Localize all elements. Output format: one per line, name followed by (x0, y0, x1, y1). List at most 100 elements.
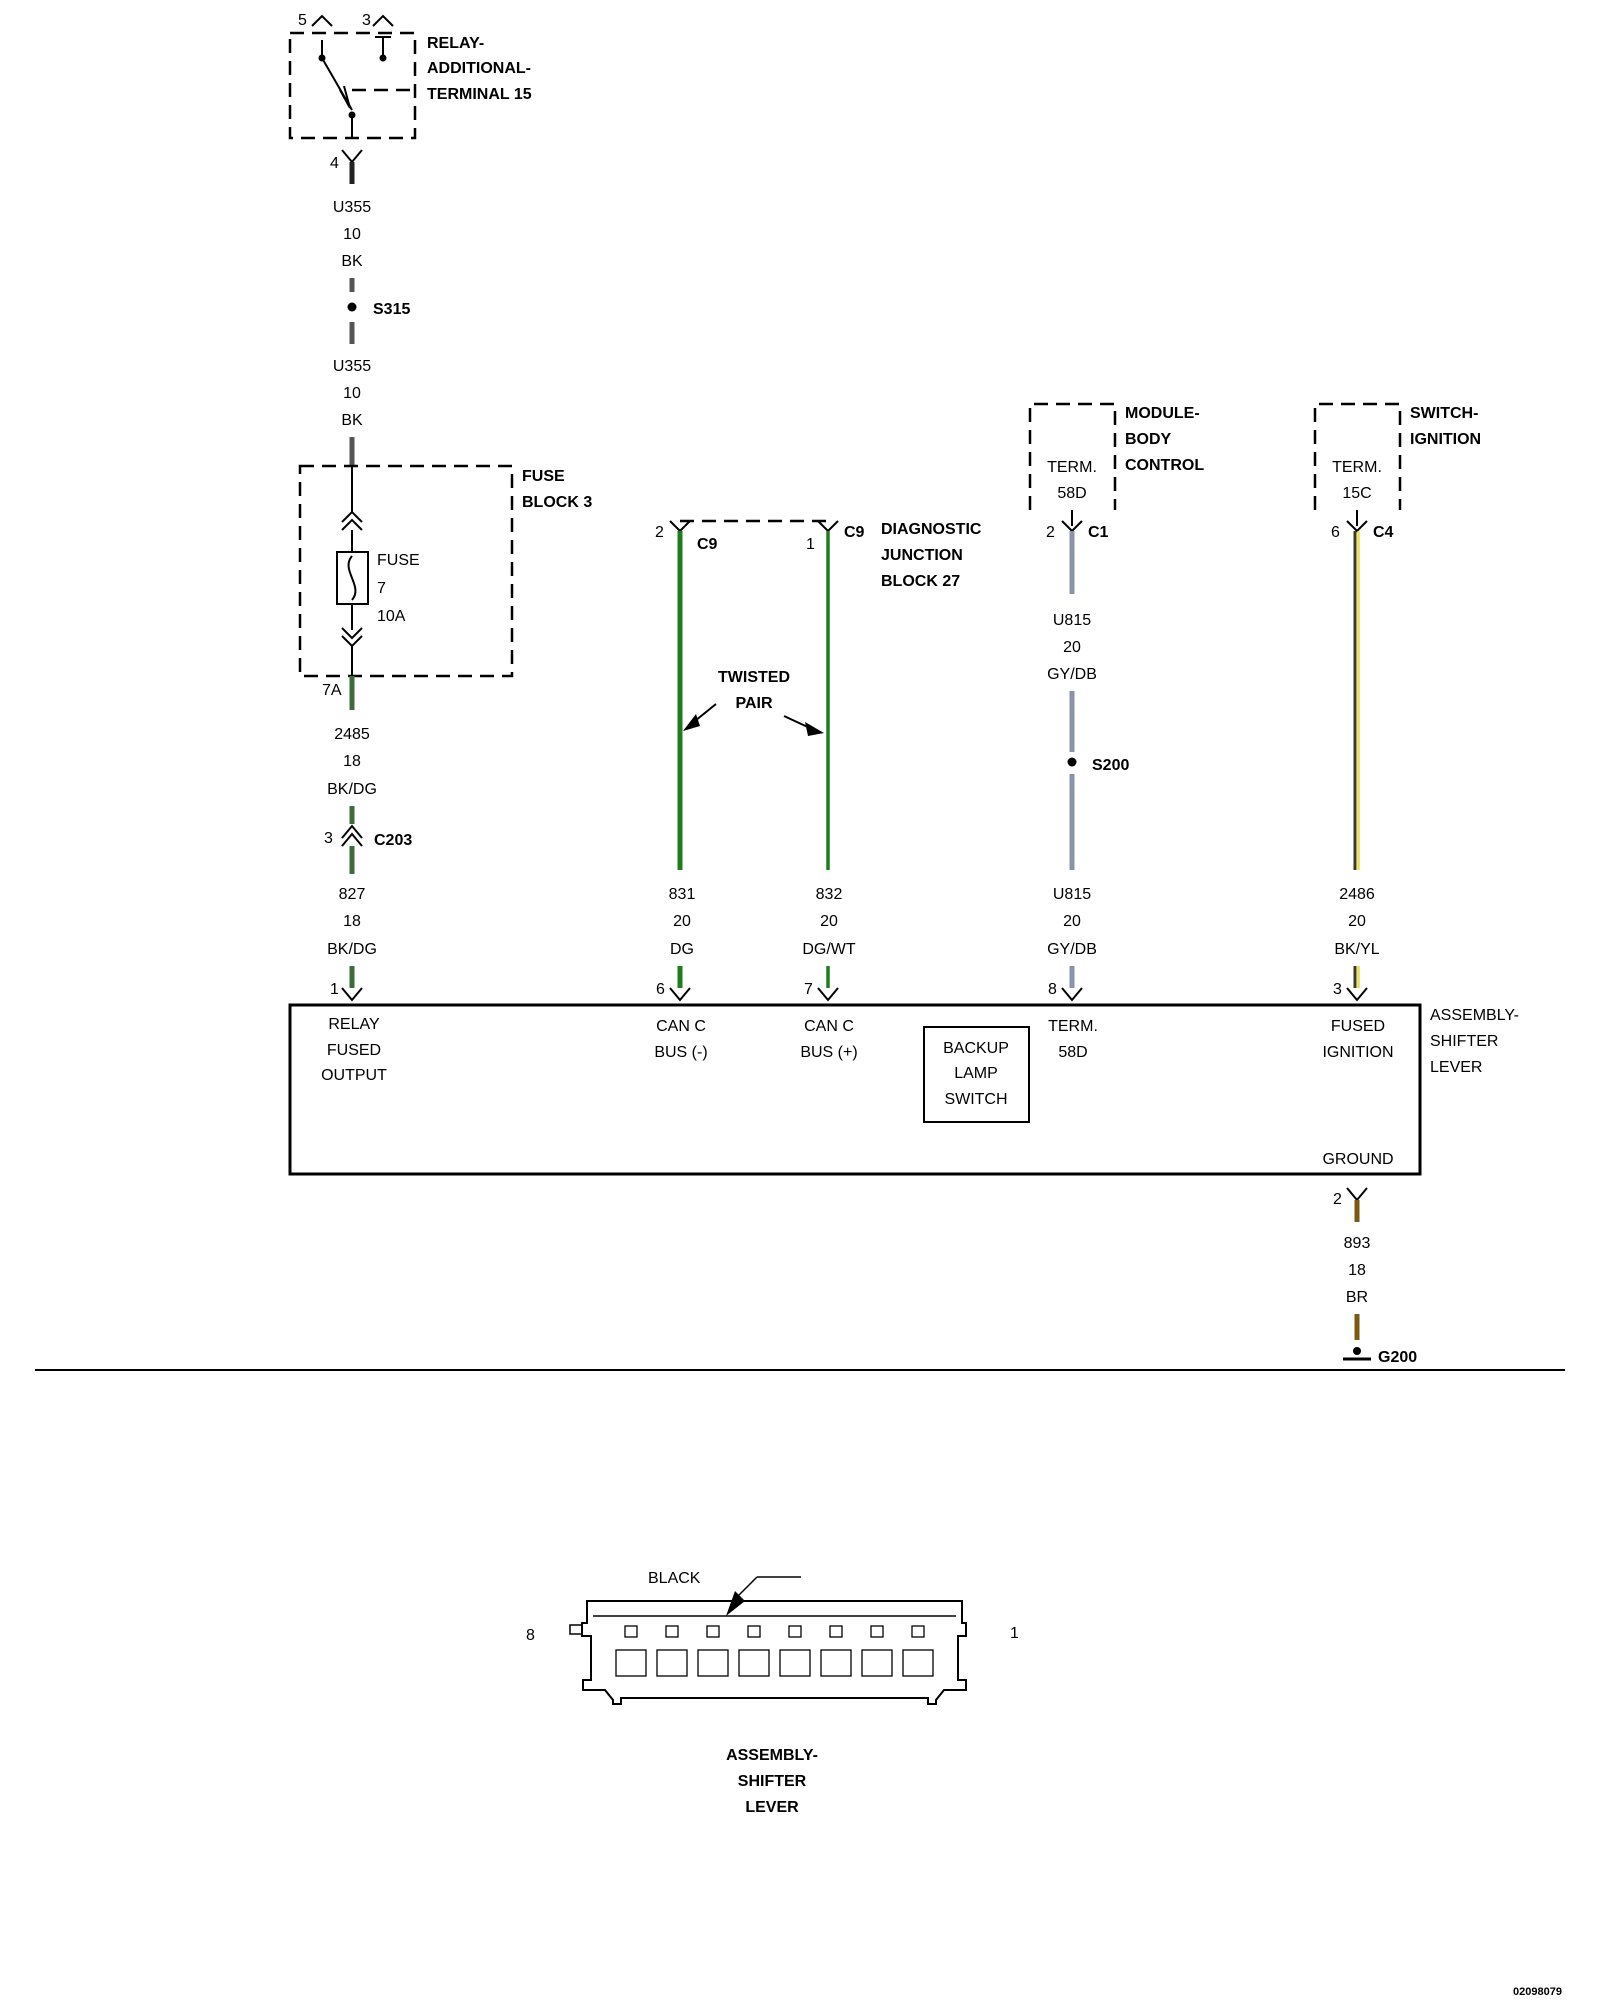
diag-pin-left-label: 2 (655, 524, 664, 541)
shifter-term-line2: 58D (1058, 1044, 1087, 1061)
wire-u815-color: GY/DB (1047, 941, 1097, 958)
wire-831-gauge: 20 (673, 913, 691, 930)
wire-832-color: DG/WT (802, 941, 856, 958)
wire-2486-color: BK/YL (1334, 941, 1379, 958)
shifter-pin1-connector-icon (341, 987, 363, 1002)
diag-title-line2: JUNCTION (881, 547, 963, 564)
module-body-control: TERM. 58D MODULE- BODY CONTROL 2 C1 (1028, 402, 1204, 541)
relay-additional-terminal-15: 5 3 RELAY- ADDITIONAL- TERMINAL 15 4 (288, 12, 532, 172)
relay-fused-output-line3: OUTPUT (321, 1067, 387, 1084)
relay-title-line1: RELAY- (427, 35, 484, 52)
shifter-title-line1: ASSEMBLY- (1430, 1007, 1519, 1024)
diag-pin-right-label: 1 (806, 536, 815, 553)
bcm-dashed-box (1028, 402, 1117, 510)
relay-pin5-label: 5 (298, 12, 307, 29)
backup-switch-line3: SWITCH (944, 1091, 1007, 1108)
shifter-pin2-label: 2 (1333, 1191, 1342, 1208)
diagnostic-junction-block-27: 2 C9 1 C9 DIAGNOSTIC JUNCTION BLOCK 27 (655, 519, 982, 590)
wire-2485-color: BK/DG (327, 781, 377, 798)
wire-893-ground: 2 893 18 BR G200 (1333, 1187, 1417, 1366)
wire-2485-gauge: 18 (343, 753, 361, 770)
fuse-pin-7a-label: 7A (322, 682, 342, 699)
wire-893-color: BR (1346, 1289, 1368, 1306)
shifter-pin8-label: 8 (1048, 981, 1057, 998)
wire-u815-circuit: U815 (1053, 612, 1091, 629)
connector-pin-cavities (615, 1625, 934, 1677)
shifter-pin3-connector-icon (1346, 987, 1368, 1002)
wire-831-circuit: 831 (669, 886, 696, 903)
pin-cavity-keyway (665, 1625, 679, 1638)
c203-name-label: C203 (374, 832, 412, 849)
bcm-pin-label: 2 (1046, 524, 1055, 541)
diag-conn-right-label: C9 (844, 524, 865, 541)
bcm-term-line1: TERM. (1047, 459, 1097, 476)
c203-connector-icon (341, 824, 363, 839)
diag-conn-left-label: C9 (697, 536, 718, 553)
fused-ignition-line2: IGNITION (1322, 1044, 1393, 1061)
fuse-connector-top-icon (341, 518, 363, 531)
backup-switch-line1: BACKUP (943, 1040, 1009, 1057)
connector-pin8-label: 8 (526, 1627, 535, 1644)
wire-u355-circuit: U355 (333, 199, 371, 216)
splice-s315-label: S315 (373, 301, 410, 318)
fuse-block-title-line1: FUSE (522, 468, 565, 485)
splice-s200-dot (1067, 757, 1077, 767)
shifter-title-line2: SHIFTER (1430, 1033, 1498, 1050)
shifter-module-box (288, 1003, 1422, 1176)
bcm-title-line1: MODULE- (1125, 405, 1200, 422)
wire-u815-color: GY/DB (1047, 666, 1097, 683)
pin-cavity-keyway (788, 1625, 802, 1638)
ignition-pin-label: 6 (1331, 524, 1340, 541)
relay-pin4-connector-icon (341, 149, 363, 164)
shifter-term-line1: TERM. (1048, 1018, 1098, 1035)
figure-id: 02098079 (1513, 1986, 1562, 1998)
pin-cavity-keyway (624, 1625, 638, 1638)
c203-pin-label: 3 (324, 830, 333, 847)
connector-title-line1: ASSEMBLY- (726, 1747, 818, 1764)
can-plus-line2: BUS (+) (800, 1044, 857, 1061)
backup-lamp-switch-box (923, 1026, 1030, 1123)
ignition-dashed-box (1313, 402, 1402, 510)
connector-color-callout: BLACK (648, 1570, 701, 1587)
can-minus-line2: BUS (-) (654, 1044, 707, 1061)
twisted-pair-label-line1: TWISTED (718, 669, 790, 686)
ground-g200-label: G200 (1378, 1349, 1417, 1366)
relay-pin4-label: 4 (330, 155, 339, 172)
fuse-label-line1: FUSE (377, 552, 420, 569)
pin-cavity-keyway (747, 1625, 761, 1638)
shifter-pin6-label: 6 (656, 981, 665, 998)
wire-893-gauge: 18 (1348, 1262, 1366, 1279)
wire-832-gauge: 20 (820, 913, 838, 930)
can-c-wires: TWISTED PAIR 831 20 DG 6 832 20 DG/WT 7 (656, 531, 856, 1002)
relay-pin5-connector-icon (311, 14, 333, 27)
pin-cavity (697, 1649, 729, 1677)
wire-2485-827: 2485 18 BK/DG 3 C203 827 18 BK/DG 1 (324, 676, 412, 1002)
relay-switch-arrow-icon (339, 85, 351, 109)
fuse-block-dashed-box (298, 464, 514, 678)
pin-cavity-keyway (911, 1625, 925, 1638)
diag-title-line3: BLOCK 27 (881, 573, 960, 590)
pin-cavity (656, 1649, 688, 1677)
relay-title-line2: ADDITIONAL- (427, 60, 531, 77)
pin-cavity-keyway (829, 1625, 843, 1638)
can-plus-line1: CAN C (804, 1018, 854, 1035)
wire-827-gauge: 18 (343, 913, 361, 930)
wire-2486-circuit: 2486 (1339, 886, 1375, 903)
fuse-element-icon (347, 555, 357, 601)
pin-cavity-keyway (706, 1625, 720, 1638)
connector-latch-icon (569, 1624, 583, 1635)
wire-2486: 2486 20 BK/YL 3 (1333, 531, 1380, 1002)
wire-u815-gauge: 20 (1063, 639, 1081, 656)
wire-2485-circuit: 2485 (334, 726, 370, 743)
ignition-title-line2: IGNITION (1410, 431, 1481, 448)
fused-ignition-line1: FUSED (1331, 1018, 1385, 1035)
fuse-connector-bottom-icon (341, 627, 363, 640)
ignition-term-line2: 15C (1342, 485, 1371, 502)
can-minus-line1: CAN C (656, 1018, 706, 1035)
twisted-pair-arrowhead-left-icon (683, 714, 700, 731)
fuse-block-3: FUSE 7 10A FUSE BLOCK 3 7A (298, 464, 592, 699)
wire-u355-color: BK (341, 412, 363, 429)
ignition-term-line1: TERM. (1332, 459, 1382, 476)
connector-face-view: BLACK 8 1 ASSEMBLY- SHIFTER LEVER (526, 1570, 1019, 1816)
